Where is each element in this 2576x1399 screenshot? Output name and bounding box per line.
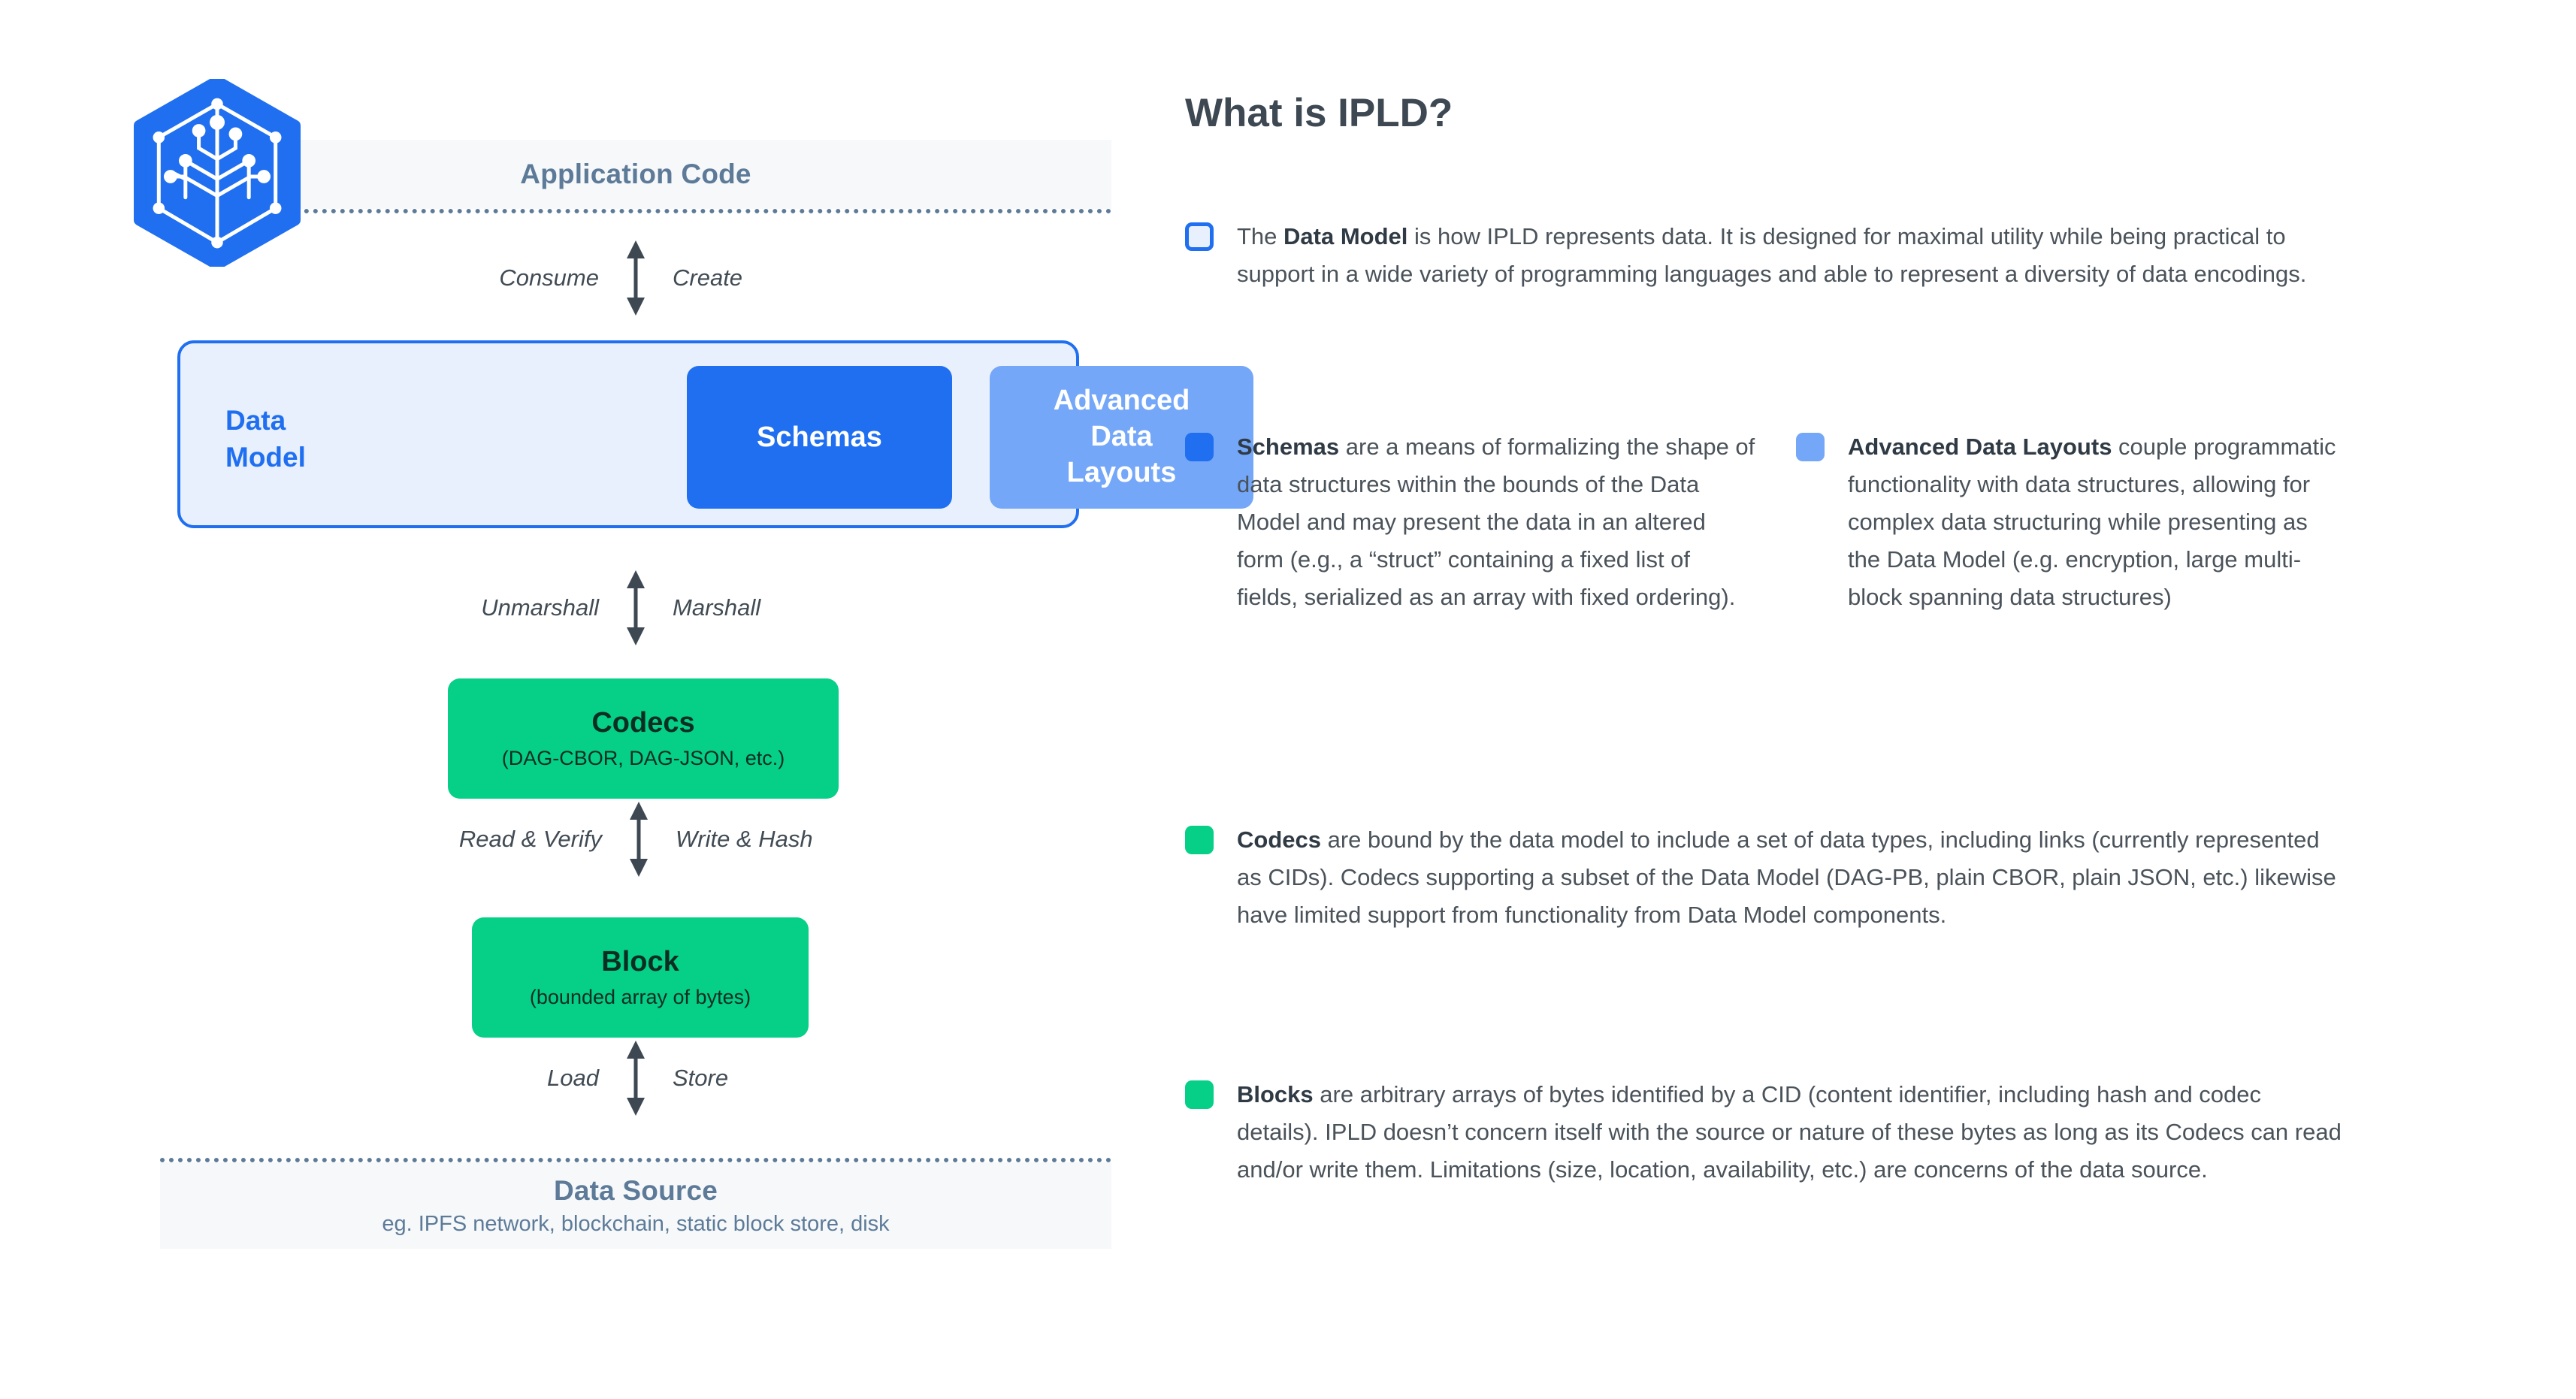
- double-arrow-icon: [623, 1039, 649, 1117]
- arrow-unmarshall-marshall: Unmarshall Marshall: [425, 569, 846, 647]
- legend-text-advanced-data-layouts: Advanced Data Layouts couple programmati…: [1848, 428, 2345, 616]
- advanced-data-layouts-box: Advanced Data Layouts: [990, 366, 1253, 509]
- legend-entry-data-model: The Data Model is how IPLD represents da…: [1185, 218, 2342, 293]
- arrow-label-marshall: Marshall: [673, 594, 761, 621]
- legend-term-blocks: Blocks: [1237, 1081, 1314, 1107]
- arrow-label-consume: Consume: [499, 264, 599, 291]
- arrow-label-unmarshall: Unmarshall: [481, 594, 599, 621]
- schemas-box: Schemas: [687, 366, 952, 509]
- codecs-swatch: [1185, 826, 1214, 854]
- data-source-title: Data Source: [553, 1174, 718, 1206]
- arrow-read-write: Read & Verify Write & Hash: [406, 800, 872, 878]
- data-source-band: Data Source eg. IPFS network, blockchain…: [160, 1162, 1111, 1249]
- legend-body-blocks: are arbitrary arrays of bytes identified…: [1237, 1081, 2342, 1183]
- application-code-band: Application Code: [160, 140, 1111, 209]
- explanation-panel: What is IPLD? The Data Model is how IPLD…: [1172, 0, 2576, 1399]
- ipld-logo: [134, 75, 301, 270]
- arrow-label-write-hash: Write & Hash: [676, 826, 813, 852]
- legend-text-schemas: Schemas are a means of formalizing the s…: [1237, 428, 1756, 616]
- legend-text-codecs: Codecs are bound by the data model to in…: [1237, 821, 2342, 934]
- block-title: Block: [601, 946, 679, 977]
- legend-term-codecs: Codecs: [1237, 826, 1321, 853]
- legend-body-data-model: is how IPLD represents data. It is desig…: [1237, 223, 2307, 287]
- data-model-container: Data Model Schemas Advanced Data Layouts: [177, 340, 1253, 528]
- legend-text-data-model: The Data Model is how IPLD represents da…: [1237, 218, 2342, 293]
- legend-entry-codecs: Codecs are bound by the data model to in…: [1185, 821, 2342, 934]
- data-model-label: Data Model: [225, 402, 306, 476]
- legend-term-data-model: Data Model: [1283, 223, 1408, 249]
- data-model-swatch: [1185, 222, 1214, 251]
- schemas-swatch: [1185, 433, 1214, 461]
- legend-term-advanced-data-layouts: Advanced Data Layouts: [1848, 434, 2112, 460]
- arrow-label-create: Create: [673, 264, 743, 291]
- double-arrow-icon: [626, 800, 652, 878]
- arrow-label-store: Store: [673, 1065, 729, 1091]
- arrow-consume-create: Consume Create: [425, 239, 846, 317]
- codecs-box: Codecs (DAG-CBOR, DAG-JSON, etc.): [448, 678, 839, 799]
- double-arrow-icon: [623, 239, 649, 317]
- top-dashed-divider: [160, 209, 1111, 213]
- arrow-label-load: Load: [547, 1065, 599, 1091]
- data-model-label-line1: Data: [225, 405, 286, 436]
- block-box: Block (bounded array of bytes): [472, 917, 809, 1038]
- arrow-load-store: Load Store: [425, 1039, 846, 1117]
- legend-body-schemas: are a means of formalizing the shape of …: [1237, 434, 1755, 610]
- advanced-data-layouts-swatch: [1796, 433, 1825, 461]
- codecs-title: Codecs: [591, 707, 695, 739]
- adl-label-line1: Advanced: [1053, 385, 1190, 417]
- ipld-stack-diagram: Application Code: [0, 0, 1253, 1399]
- block-subtitle: (bounded array of bytes): [529, 986, 751, 1008]
- legend-lead-data-model: The: [1237, 223, 1284, 249]
- arrow-label-read-verify: Read & Verify: [458, 826, 602, 852]
- codecs-subtitle: (DAG-CBOR, DAG-JSON, etc.): [501, 747, 785, 769]
- blocks-swatch: [1185, 1080, 1214, 1109]
- legend-term-schemas: Schemas: [1237, 434, 1340, 460]
- legend-entry-advanced-data-layouts: Advanced Data Layouts couple programmati…: [1796, 428, 2345, 616]
- schemas-box-label: Schemas: [757, 421, 882, 453]
- bottom-dashed-divider: [160, 1158, 1111, 1162]
- double-arrow-icon: [623, 569, 649, 647]
- legend-body-codecs: are bound by the data model to include a…: [1237, 826, 2336, 928]
- application-code-label: Application Code: [520, 159, 751, 189]
- adl-label-line2: Data: [1090, 421, 1153, 453]
- data-source-subtitle: eg. IPFS network, blockchain, static blo…: [382, 1211, 890, 1236]
- legend-entry-blocks: Blocks are arbitrary arrays of bytes ide…: [1185, 1076, 2342, 1189]
- legend-text-blocks: Blocks are arbitrary arrays of bytes ide…: [1237, 1076, 2342, 1189]
- data-model-label-line2: Model: [225, 442, 306, 473]
- legend-body-advanced-data-layouts: couple programmatic functionality with d…: [1848, 434, 2336, 610]
- panel-title: What is IPLD?: [1185, 91, 1453, 135]
- legend-entry-schemas: Schemas are a means of formalizing the s…: [1185, 428, 1756, 616]
- adl-label-line3: Layouts: [1066, 456, 1177, 488]
